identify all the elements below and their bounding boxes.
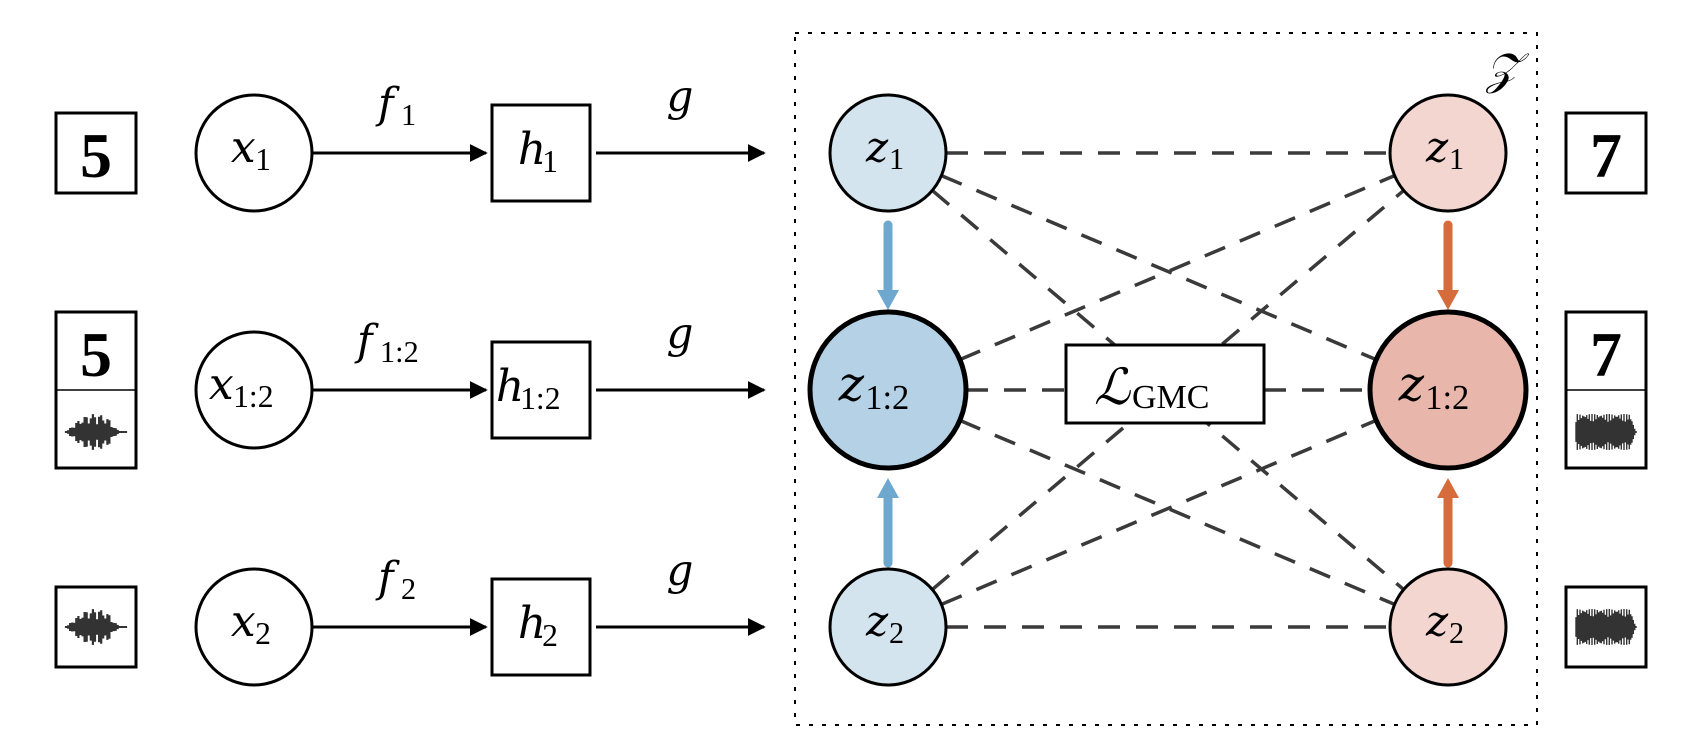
anchor-latent-node	[828, 567, 948, 687]
positive-sample-frame	[1564, 111, 1648, 195]
encoder-label-sub: 1	[401, 98, 416, 132]
hidden-node-label-sub: 1:2	[520, 381, 560, 416]
positive-sample: 7	[1564, 310, 1648, 470]
arrowhead-anchor-down	[877, 290, 899, 310]
hidden-node-label-sub: 1	[542, 144, 558, 179]
gmc-loss-box: ℒ GMC	[1064, 343, 1266, 425]
anchor-latent-node	[828, 93, 948, 213]
positive-sample-waveform-icon-trace	[1575, 609, 1637, 645]
positive-latent-label-var: z	[1425, 123, 1449, 172]
projector-label: g	[666, 72, 693, 121]
arrowhead-positive-up	[1437, 478, 1459, 498]
input-sample-frame	[54, 111, 138, 195]
anchor-latent-label-sub: 2	[889, 616, 904, 650]
projector-label-var: g	[666, 546, 693, 595]
anchor-latent-label-sub: 1	[889, 142, 904, 176]
encoder-label-sub: 1:2	[380, 335, 419, 369]
input-node-label-var: x	[231, 122, 256, 173]
edge-anchor-2-positive-1	[940, 418, 1377, 607]
loss-symbol: ℒ	[1094, 358, 1131, 416]
anchor-latent-node	[807, 309, 969, 471]
input-sample-waveform-icon-trace	[64, 609, 128, 645]
input-sample	[54, 585, 138, 669]
hidden-node	[490, 577, 592, 677]
edge-anchor-1-positive-0	[959, 173, 1396, 362]
projector-label: g	[666, 309, 693, 358]
hidden-node	[490, 103, 592, 203]
hidden-node	[490, 340, 592, 440]
input-sample: 5	[54, 310, 138, 470]
anchor-aggregation-arrows	[877, 220, 899, 568]
input-sample-digit: 5	[80, 120, 112, 191]
positive-latent-label-var: z	[1398, 356, 1425, 412]
anchor-latent-label-var: z	[865, 597, 889, 646]
hidden-node-label: h2	[518, 598, 558, 653]
projector-label: g	[666, 546, 693, 595]
positive-sample-waveform-icon	[1575, 414, 1637, 450]
positive-latent-node	[1388, 93, 1508, 213]
positive-latent-label-sub: 1	[1449, 142, 1464, 176]
projector-label-var: g	[666, 72, 693, 121]
input-node-label-var: x	[209, 359, 234, 410]
hidden-node-label: h1:2	[496, 361, 561, 416]
projector-label-var: g	[666, 309, 693, 358]
encoder-label-var: f	[375, 79, 400, 128]
anchor-latent-label-var: z	[838, 356, 865, 412]
arrowhead-positive-down	[1437, 290, 1459, 310]
hidden-node-label-var: h	[518, 124, 546, 175]
positive-sample-digit: 7	[1590, 319, 1622, 390]
encoder-label-sub: 2	[401, 572, 416, 606]
edge-anchor-1-positive-2	[959, 418, 1396, 607]
input-node-label-var: x	[231, 596, 256, 647]
positive-latent-label-var: z	[1425, 597, 1449, 646]
positive-latent-node	[1367, 309, 1529, 471]
anchor-latent-label-sub: 1:2	[865, 379, 909, 417]
input-sample-waveform-icon	[64, 414, 128, 450]
edge-anchor-0-positive-1	[940, 173, 1377, 362]
latent-space-label: 𝒵	[1485, 44, 1530, 95]
input-sample-waveform-icon-trace	[64, 414, 128, 450]
positive-sample-waveform-icon-trace	[1575, 414, 1637, 450]
input-sample-waveform-icon	[64, 609, 128, 645]
encoder-label-var: f	[354, 316, 379, 365]
input-sample-digit: 5	[80, 319, 112, 390]
input-sample: 5	[54, 111, 138, 195]
positive-sample	[1564, 585, 1648, 669]
positive-latent-node	[1388, 567, 1508, 687]
positive-aggregation-arrows	[1437, 220, 1459, 568]
latent-space-box	[794, 32, 1538, 726]
positive-latent-label-sub: 1:2	[1425, 379, 1469, 417]
input-node-label-sub: 2	[255, 616, 271, 651]
positive-sample-digit: 7	[1590, 120, 1622, 191]
encoder-label-var: f	[375, 553, 400, 602]
hidden-node-label-var: h	[518, 598, 546, 649]
loss-subscript: GMC	[1132, 379, 1209, 416]
positive-sample-waveform-icon	[1575, 609, 1637, 645]
positive-latent-label-sub: 2	[1449, 616, 1464, 650]
hidden-node-label-sub: 2	[542, 618, 558, 653]
anchor-latent-label-var: z	[865, 123, 889, 172]
hidden-node-label-var: h	[496, 361, 524, 412]
input-node-label-sub: 1	[255, 142, 271, 177]
arrowhead-anchor-up	[877, 478, 899, 498]
input-node-label-sub: 1:2	[233, 379, 273, 414]
positive-sample: 7	[1564, 111, 1648, 195]
hidden-node-label: h1	[518, 124, 558, 179]
